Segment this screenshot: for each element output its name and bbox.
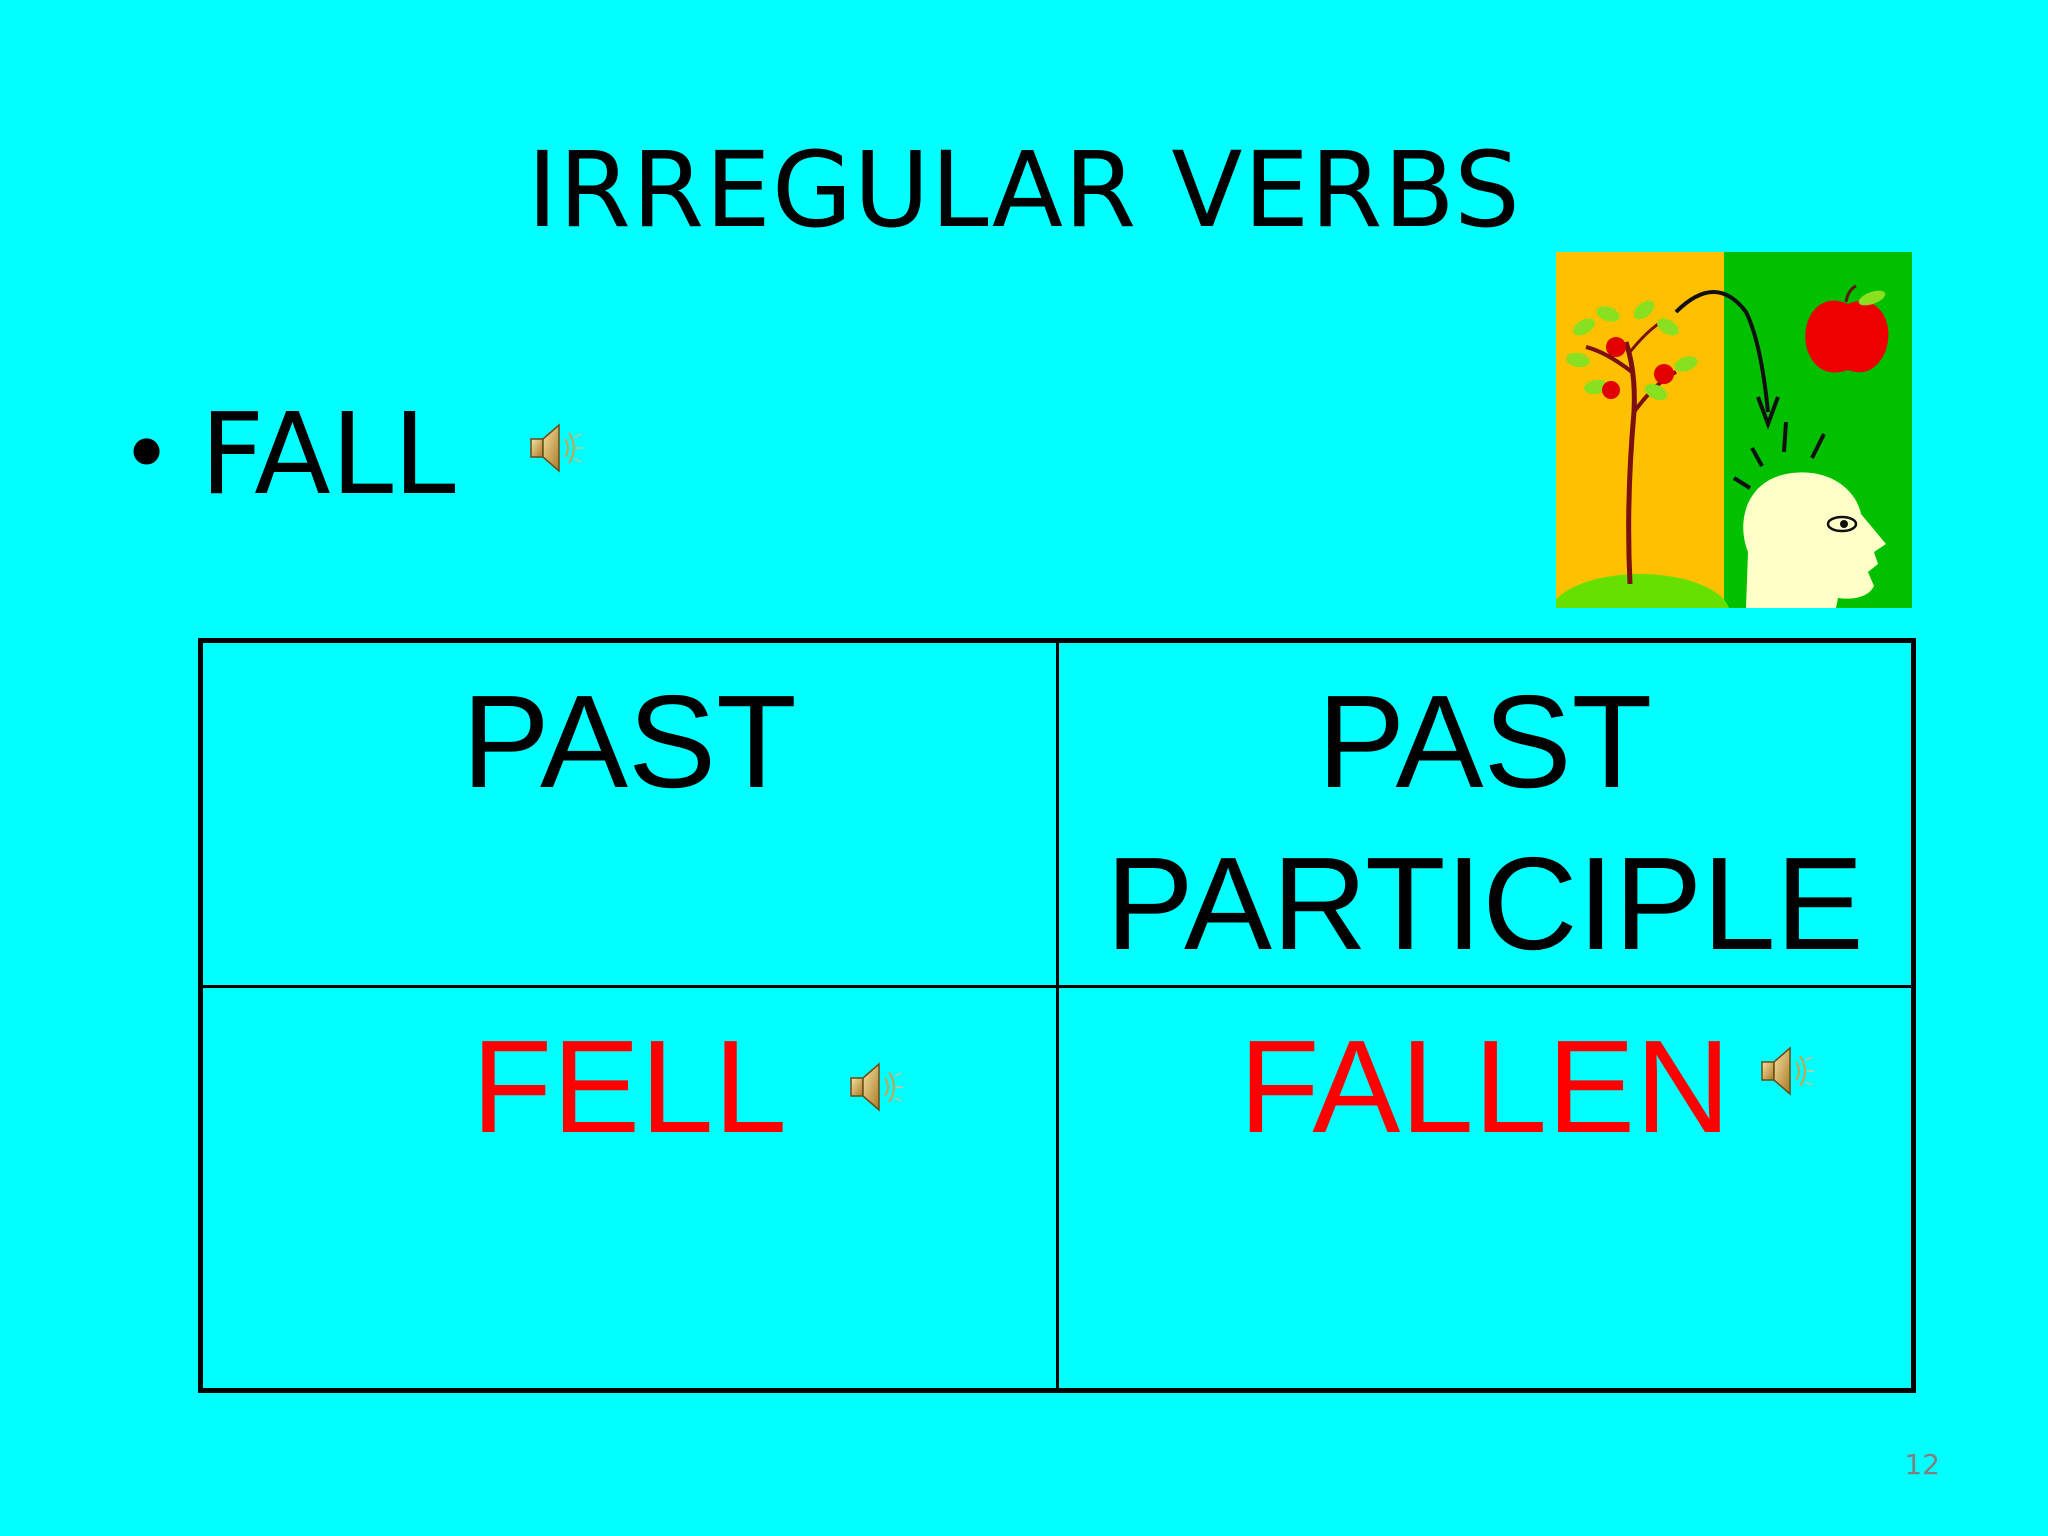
table-cell: FELL xyxy=(199,985,1059,1392)
past-value: FELL xyxy=(471,1013,788,1160)
table-header-row: PAST PAST PARTICIPLE xyxy=(199,639,1915,988)
past-participle-value: FALLEN xyxy=(1238,1013,1731,1160)
table-cell: FALLEN xyxy=(1055,985,1915,1392)
speaker-icon[interactable] xyxy=(1758,1040,1820,1102)
table-cell: PAST xyxy=(199,639,1059,988)
table-cell: PAST PARTICIPLE xyxy=(1055,639,1915,988)
bullet-text: FALL xyxy=(200,390,456,520)
bullet-item: • FALL xyxy=(120,385,456,525)
page-number: 12 xyxy=(1904,1448,1940,1481)
speaker-icon[interactable] xyxy=(527,417,589,479)
apple-tree-head-icon xyxy=(1556,252,1912,608)
past-participle-header: PAST PARTICIPLE xyxy=(1105,668,1864,977)
bullet-symbol: • xyxy=(120,402,174,507)
past-header: PAST xyxy=(461,668,797,815)
speaker-icon[interactable] xyxy=(847,1056,909,1118)
slide-title: IRREGULAR VERBS xyxy=(526,129,1522,251)
table-value-row: FELL FALLEN xyxy=(199,985,1915,1392)
verb-forms-table: PAST PAST PARTICIPLE FELL FALLEN xyxy=(198,638,1916,1393)
